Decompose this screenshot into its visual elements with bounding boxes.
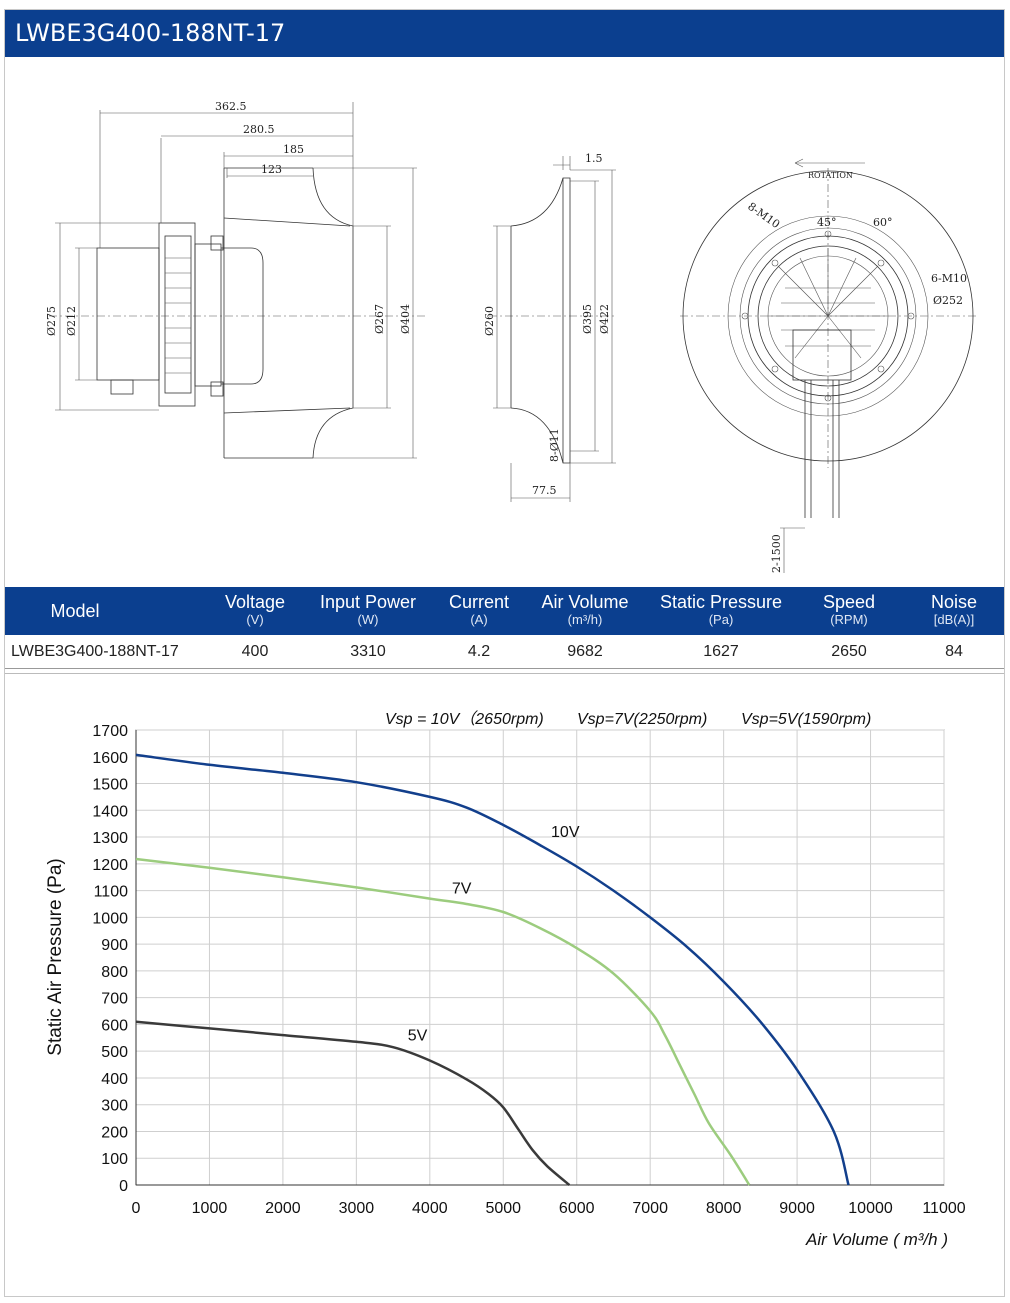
- header-voltage: Voltage(V): [224, 592, 286, 627]
- rotation-label: ROTATION: [808, 171, 853, 180]
- x-tick-labels: 0 1000 2000 3000 4000 5000 6000 7000 8000 9000 100…: [132, 1200, 966, 1217]
- inlet-ring-view: 1.5 Ø260 Ø395 Ø422 8-Ø11 77.5: [483, 152, 616, 502]
- series-label-7v: 7V: [452, 880, 472, 897]
- y-tick-label: 400: [101, 1071, 128, 1088]
- y-tick-label: 600: [101, 1017, 128, 1034]
- spec-table-header: Model Voltage(V) Input Power(W) Current(…: [5, 587, 1004, 635]
- series-line-5v: [135, 1020, 571, 1186]
- dim-6-m10: 6-M10: [931, 272, 967, 285]
- legend-7v: Vsp=7V(2250rpm): [577, 711, 707, 728]
- plot-area: [135, 729, 945, 1186]
- cell-static-pressure: 1627: [703, 643, 739, 660]
- x-tick-label: 3000: [339, 1200, 375, 1217]
- header-model: Model: [50, 601, 100, 621]
- legend-5v: Vsp=5V(1590rpm): [741, 711, 871, 728]
- dim-185: 185: [283, 143, 304, 156]
- y-tick-label: 800: [101, 964, 128, 981]
- cell-speed: 2650: [831, 643, 867, 660]
- x-tick-label: 2000: [265, 1200, 301, 1217]
- series-label-10v: 10V: [551, 824, 580, 841]
- dim-362-5: 362.5: [215, 100, 247, 113]
- dim-d252: Ø252: [933, 294, 963, 307]
- cell-voltage: 400: [241, 643, 269, 660]
- x-tick-label: 0: [132, 1200, 141, 1217]
- page-frame: LWBE3G400-188NT-17: [4, 9, 1005, 1297]
- chart-grid: [135, 729, 945, 1186]
- dim-d275: Ø275: [45, 306, 58, 336]
- x-tick-label: 11000: [922, 1200, 965, 1217]
- chart-series: [135, 753, 850, 1186]
- y-tick-label: 700: [101, 991, 128, 1008]
- y-tick-label: 1000: [92, 910, 128, 927]
- y-tick-label: 200: [101, 1124, 128, 1141]
- dim-45-deg: 45°: [817, 216, 837, 229]
- series-labels: 10V 7V 5V: [408, 824, 580, 1044]
- series-line-7v: [135, 857, 751, 1186]
- cell-model: LWBE3G400-188NT-17: [11, 643, 179, 660]
- header-speed: Speed(RPM): [822, 592, 876, 627]
- cell-noise: 84: [945, 643, 963, 660]
- dim-d267: Ø267: [373, 304, 386, 334]
- x-tick-label: 8000: [706, 1200, 742, 1217]
- dimension-drawing: 362.5 280.5 185 123 Ø275 Ø212 Ø267 Ø404: [45, 100, 977, 573]
- legend-10v: Vsp = 10V（2650rpm): [385, 710, 544, 728]
- y-tick-label: 1300: [92, 830, 128, 847]
- x-tick-label: 7000: [632, 1200, 668, 1217]
- y-tick-label: 1400: [92, 803, 128, 820]
- y-tick-labels: 0 100 200 300 400 500 600 700 800 900 1000 1100 1200…: [92, 723, 128, 1195]
- dim-77-5: 77.5: [532, 484, 557, 497]
- chart-legend: Vsp = 10V（2650rpm) Vsp=7V(2250rpm) Vsp=5…: [385, 710, 871, 728]
- y-tick-label: 1200: [92, 857, 128, 874]
- performance-chart: Vsp = 10V（2650rpm) Vsp=7V(2250rpm) Vsp=5…: [45, 710, 966, 1249]
- x-tick-label: 1000: [192, 1200, 228, 1217]
- dim-8-d11: 8-Ø11: [548, 428, 561, 462]
- header-static-pressure: Static Pressure(Pa): [659, 592, 783, 627]
- cell-input-power: 3310: [350, 643, 386, 660]
- dim-280-5: 280.5: [243, 123, 275, 136]
- x-tick-label: 10000: [848, 1200, 893, 1217]
- dim-8-m10: 8-M10: [745, 200, 782, 231]
- header-input-power: Input Power(W): [319, 592, 417, 627]
- cell-air-volume: 9682: [567, 643, 603, 660]
- x-tick-label: 5000: [485, 1200, 521, 1217]
- series-line-10v: [135, 753, 850, 1186]
- dim-123: 123: [261, 163, 282, 176]
- front-view: ROTATION 8-M10 45° 60° 6-M10 Ø252 2-1500: [680, 158, 977, 573]
- y-tick-label: 1500: [92, 777, 128, 794]
- y-tick-label: 1600: [92, 750, 128, 767]
- side-view: 362.5 280.5 185 123 Ø275 Ø212 Ø267 Ø404: [45, 100, 425, 459]
- series-label-5v: 5V: [408, 1027, 428, 1044]
- dim-d212: Ø212: [65, 306, 78, 336]
- spec-table-row: LWBE3G400-188NT-17 400 3310 4.2 9682 162…: [5, 635, 1004, 669]
- y-tick-label: 500: [101, 1044, 128, 1061]
- dim-d395: Ø395: [581, 304, 594, 334]
- dim-60-deg: 60°: [873, 216, 893, 229]
- dim-d260: Ø260: [483, 306, 496, 336]
- x-tick-label: 4000: [412, 1200, 448, 1217]
- y-tick-label: 1100: [94, 884, 129, 901]
- dim-d422: Ø422: [598, 304, 611, 334]
- section-divider: [5, 673, 1004, 674]
- y-tick-label: 1700: [92, 723, 128, 740]
- y-tick-label: 0: [119, 1178, 128, 1195]
- spec-table: Model Voltage(V) Input Power(W) Current(…: [5, 587, 1004, 671]
- x-tick-label: 9000: [779, 1200, 815, 1217]
- x-axis-title: Air Volume ( m³/h ): [805, 1230, 948, 1249]
- cell-current: 4.2: [467, 643, 491, 660]
- y-tick-label: 300: [101, 1098, 128, 1115]
- header-current: Current(A): [448, 592, 510, 627]
- x-tick-label: 6000: [559, 1200, 595, 1217]
- y-tick-label: 100: [101, 1151, 128, 1168]
- y-axis-title: Static Air Pressure (Pa): [45, 858, 66, 1055]
- header-noise: Noise[dB(A)]: [930, 592, 978, 627]
- y-tick-label: 900: [101, 937, 128, 954]
- dim-2-1500: 2-1500: [770, 534, 783, 573]
- page-title: LWBE3G400-188NT-17: [5, 10, 1004, 57]
- header-air-volume: Air Volume(m³/h): [541, 592, 629, 627]
- dim-d404: Ø404: [399, 304, 412, 334]
- dim-1-5: 1.5: [585, 152, 603, 165]
